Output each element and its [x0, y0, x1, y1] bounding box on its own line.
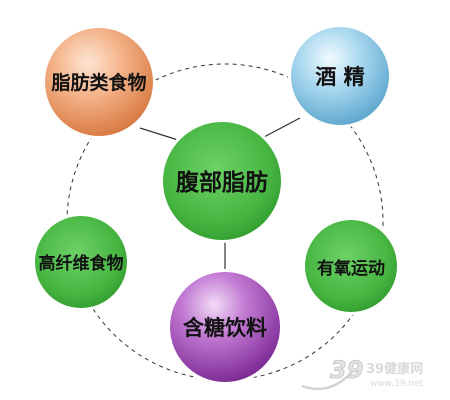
watermark-subtext: www.39.net: [370, 379, 424, 389]
node-fatty-food-label: 脂肪类食物: [51, 71, 146, 94]
node-aerobic-label: 有氧运动: [317, 258, 385, 279]
watermark-logo: 39 39健康网 www.39.net: [301, 356, 424, 391]
node-high-fiber: 高纤维食物: [32, 213, 130, 311]
node-sugary-drinks-label: 含糖饮料: [183, 316, 267, 340]
watermark-text: 39健康网: [366, 361, 423, 377]
node-high-fiber-label: 高纤维食物: [39, 253, 124, 274]
node-fatty-food: 脂肪类食物: [42, 25, 156, 139]
connector-fatty-food: [139, 127, 179, 141]
node-center: 腹部脂肪: [160, 119, 284, 243]
node-sugary-drinks: 含糖饮料: [167, 269, 283, 385]
node-aerobic: 有氧运动: [302, 217, 400, 315]
connector-alcohol: [263, 117, 301, 138]
node-alcohol: 酒 精: [288, 24, 392, 128]
watermark-number: 39: [330, 356, 363, 384]
node-center-label: 腹部脂肪: [176, 169, 268, 196]
node-alcohol-label: 酒 精: [315, 65, 364, 89]
